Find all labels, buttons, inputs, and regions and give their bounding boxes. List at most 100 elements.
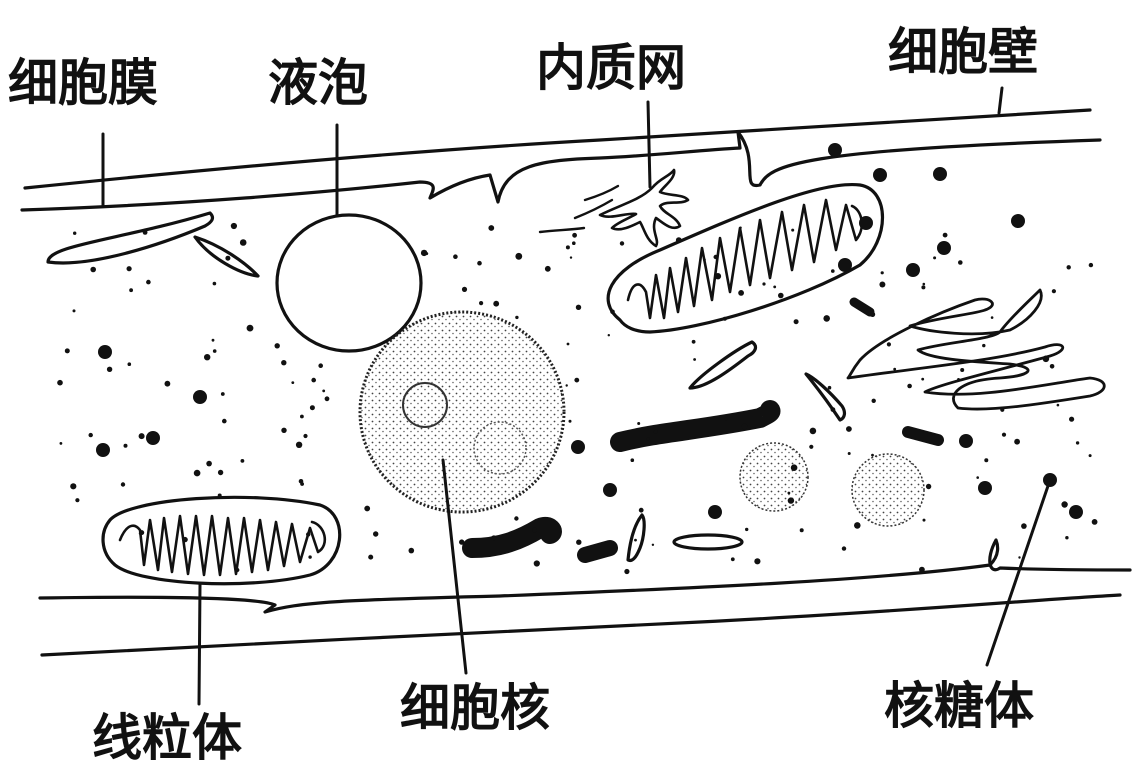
pointer-nucleus [441, 458, 468, 675]
ribosome-speck [73, 231, 77, 235]
ribosome-speck [70, 483, 77, 490]
ribosome-speck [206, 460, 212, 467]
ribosome-speck [1073, 507, 1080, 513]
ribosome-speck [809, 427, 817, 435]
ribosome-speck [274, 343, 280, 349]
vacuole-shape [275, 213, 423, 353]
ribosome-speck [239, 239, 247, 246]
ribosome-speck [1051, 289, 1056, 294]
ribosome-speck [823, 315, 830, 322]
label-nucleus: 细胞核 [400, 679, 550, 737]
ribosome-speck [1088, 262, 1094, 268]
ribosome-speck [212, 349, 217, 353]
ribosome-speck [762, 282, 766, 286]
ribosome [933, 167, 947, 181]
ribosome-speck [693, 358, 696, 361]
ribosome-speck [651, 543, 655, 546]
ribosome-speck [565, 245, 570, 250]
ribosome-speck [787, 497, 795, 504]
ribosome-speck [309, 405, 315, 411]
ribosome-speck [303, 433, 308, 439]
ribosome-speck [575, 304, 582, 310]
ribosome-speck [222, 418, 227, 424]
ribosome-speck [120, 482, 126, 487]
ribosome-speck [1000, 407, 1005, 412]
ribosome-speck [871, 398, 876, 403]
pointer-mitochondrion [197, 583, 202, 706]
ribosome-speck [493, 300, 500, 307]
ribosome-speck [870, 311, 876, 317]
ribosome-speck [311, 377, 317, 383]
ribosome-speck [713, 254, 718, 260]
label-ribosome: 核糖体 [884, 677, 1034, 735]
mitochondrion-upper-outer [606, 182, 884, 334]
ribosome-speck [607, 553, 611, 557]
ribosome-speck [799, 528, 804, 533]
ribosome-speck [831, 269, 835, 273]
ribosome-speck [925, 483, 932, 490]
ribosome [146, 431, 160, 445]
ribosome-speck [841, 546, 847, 551]
ribosome-speck [871, 453, 874, 457]
ribosome-speck [942, 232, 948, 238]
ribosome [708, 505, 722, 519]
ribosome [873, 168, 887, 182]
ribosome-speck [958, 260, 963, 265]
ribosome-speck [738, 290, 744, 296]
ribosome-speck [72, 309, 76, 313]
ribosome [959, 434, 973, 448]
ribosome-speck [919, 566, 925, 573]
ribosome-speck [793, 319, 799, 325]
ribosome-speck [235, 567, 240, 573]
ribosome-speck [933, 256, 937, 260]
ribosome-speck [607, 334, 610, 337]
ribosome-speck [106, 366, 113, 372]
ribosome-speck [459, 539, 465, 545]
ribosome-speck [164, 380, 171, 387]
ribosome-speck [298, 479, 304, 484]
cell-membrane-top [20, 130, 1102, 212]
ribosome-speck [976, 476, 979, 479]
ribosome-speck [533, 560, 540, 567]
ribosome [1011, 214, 1025, 228]
ribosome-dots [57, 143, 1098, 575]
ribosome-speck [566, 342, 570, 346]
ribosome-speck [1001, 432, 1007, 437]
ribosome-speck [515, 252, 523, 260]
ribosome-speck [88, 432, 93, 438]
ribosome-speck [990, 316, 994, 319]
ribosome-speck [960, 368, 965, 372]
ribosome-speck [1061, 501, 1068, 508]
ribosome-speck [220, 392, 225, 396]
ribosome-speck [624, 568, 630, 575]
ribosome-speck [491, 535, 497, 541]
ribosome-speck [1042, 355, 1050, 363]
ribosome-speck [907, 383, 912, 389]
ribosome-speck [1065, 536, 1069, 540]
ribosome-speck [773, 285, 777, 289]
ribosome-speck [408, 547, 415, 554]
cell-membrane-bottom [38, 538, 1132, 614]
cell-wall-bottom [40, 593, 1122, 657]
ribosome [98, 345, 112, 359]
ribosome-speck [373, 531, 379, 537]
ribosome-speck [568, 419, 572, 423]
ribosome-speck [1091, 519, 1098, 525]
ribosome-speck [637, 422, 641, 425]
ribosome-speck [217, 493, 222, 498]
ribosome-speck [879, 281, 886, 288]
ribosome-speck [57, 379, 63, 386]
ribosome-speck [59, 442, 63, 445]
ribosome-speck [204, 354, 211, 361]
ribosome-speck [126, 266, 132, 272]
ribosome-speck [129, 288, 134, 293]
ribosome-speck [212, 281, 217, 286]
ribosome-speck [827, 385, 832, 390]
mitochondrion-lower-outer [101, 495, 342, 586]
ribosome-speck [532, 527, 537, 533]
ribosome-speck [281, 427, 287, 433]
ribosome [937, 241, 951, 255]
ribosome-speck [425, 252, 429, 256]
